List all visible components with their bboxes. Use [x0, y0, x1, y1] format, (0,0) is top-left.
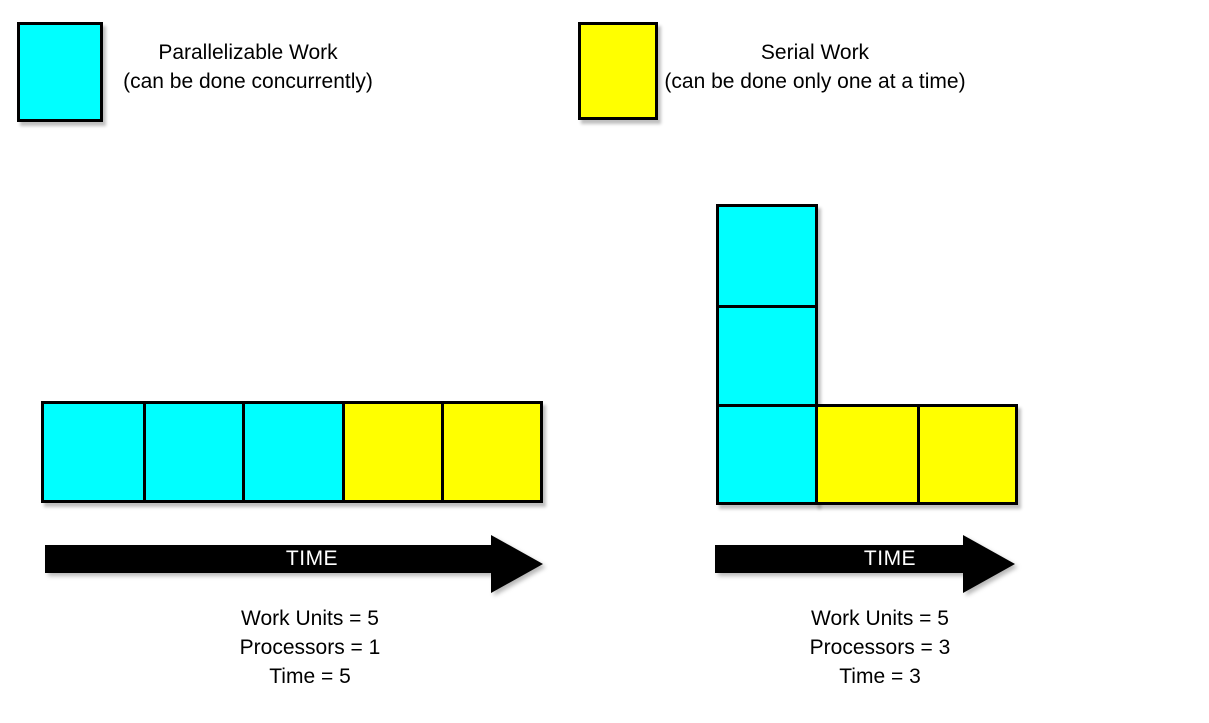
work-unit-cell: [719, 403, 815, 502]
time-arrow-bar: [45, 545, 503, 573]
parallel-work-swatch: [17, 22, 103, 122]
time-arrow-right: TIME: [715, 535, 1015, 593]
serial-legend-subtitle: (can be done only one at a time): [664, 70, 966, 93]
work-unit-cell: [143, 404, 243, 500]
parallel-legend-subtitle: (can be done concurrently): [123, 70, 373, 93]
multi-processor-serial-row: [815, 404, 1018, 505]
work-unit-cell: [719, 305, 815, 404]
stat-time: Time = 3: [839, 665, 921, 688]
parallel-legend-title: Parallelizable Work: [158, 41, 338, 64]
work-unit-cell: [719, 207, 815, 306]
time-arrow-label: TIME: [863, 547, 917, 570]
stat-time: Time = 5: [269, 665, 351, 688]
work-unit-cell: [242, 404, 342, 500]
work-unit-cell: [440, 404, 540, 500]
work-unit-cell: [818, 407, 917, 502]
time-arrow-bar: [715, 545, 975, 573]
stat-processors: Processors = 3: [809, 636, 951, 659]
single-processor-work-row: [41, 401, 543, 503]
stat-processors: Processors = 1: [239, 636, 381, 659]
serial-legend-title: Serial Work: [760, 41, 870, 64]
multi-processor-parallel-column: [716, 204, 818, 505]
single-processor-stats: Work Units = 5 Processors = 1 Time = 5: [160, 604, 460, 691]
stat-work-units: Work Units = 5: [811, 607, 949, 630]
multi-processor-stats: Work Units = 5 Processors = 3 Time = 3: [730, 604, 1030, 691]
work-unit-cell: [44, 404, 144, 500]
time-arrow-left: TIME: [45, 535, 543, 593]
parallel-legend: Parallelizable Work (can be done concurr…: [83, 38, 413, 96]
serial-work-swatch: [578, 22, 658, 120]
time-arrow-label: TIME: [285, 547, 339, 570]
serial-legend: Serial Work (can be done only one at a t…: [650, 38, 980, 96]
work-unit-cell: [916, 407, 1015, 502]
work-unit-cell: [341, 404, 441, 500]
stat-work-units: Work Units = 5: [241, 607, 379, 630]
